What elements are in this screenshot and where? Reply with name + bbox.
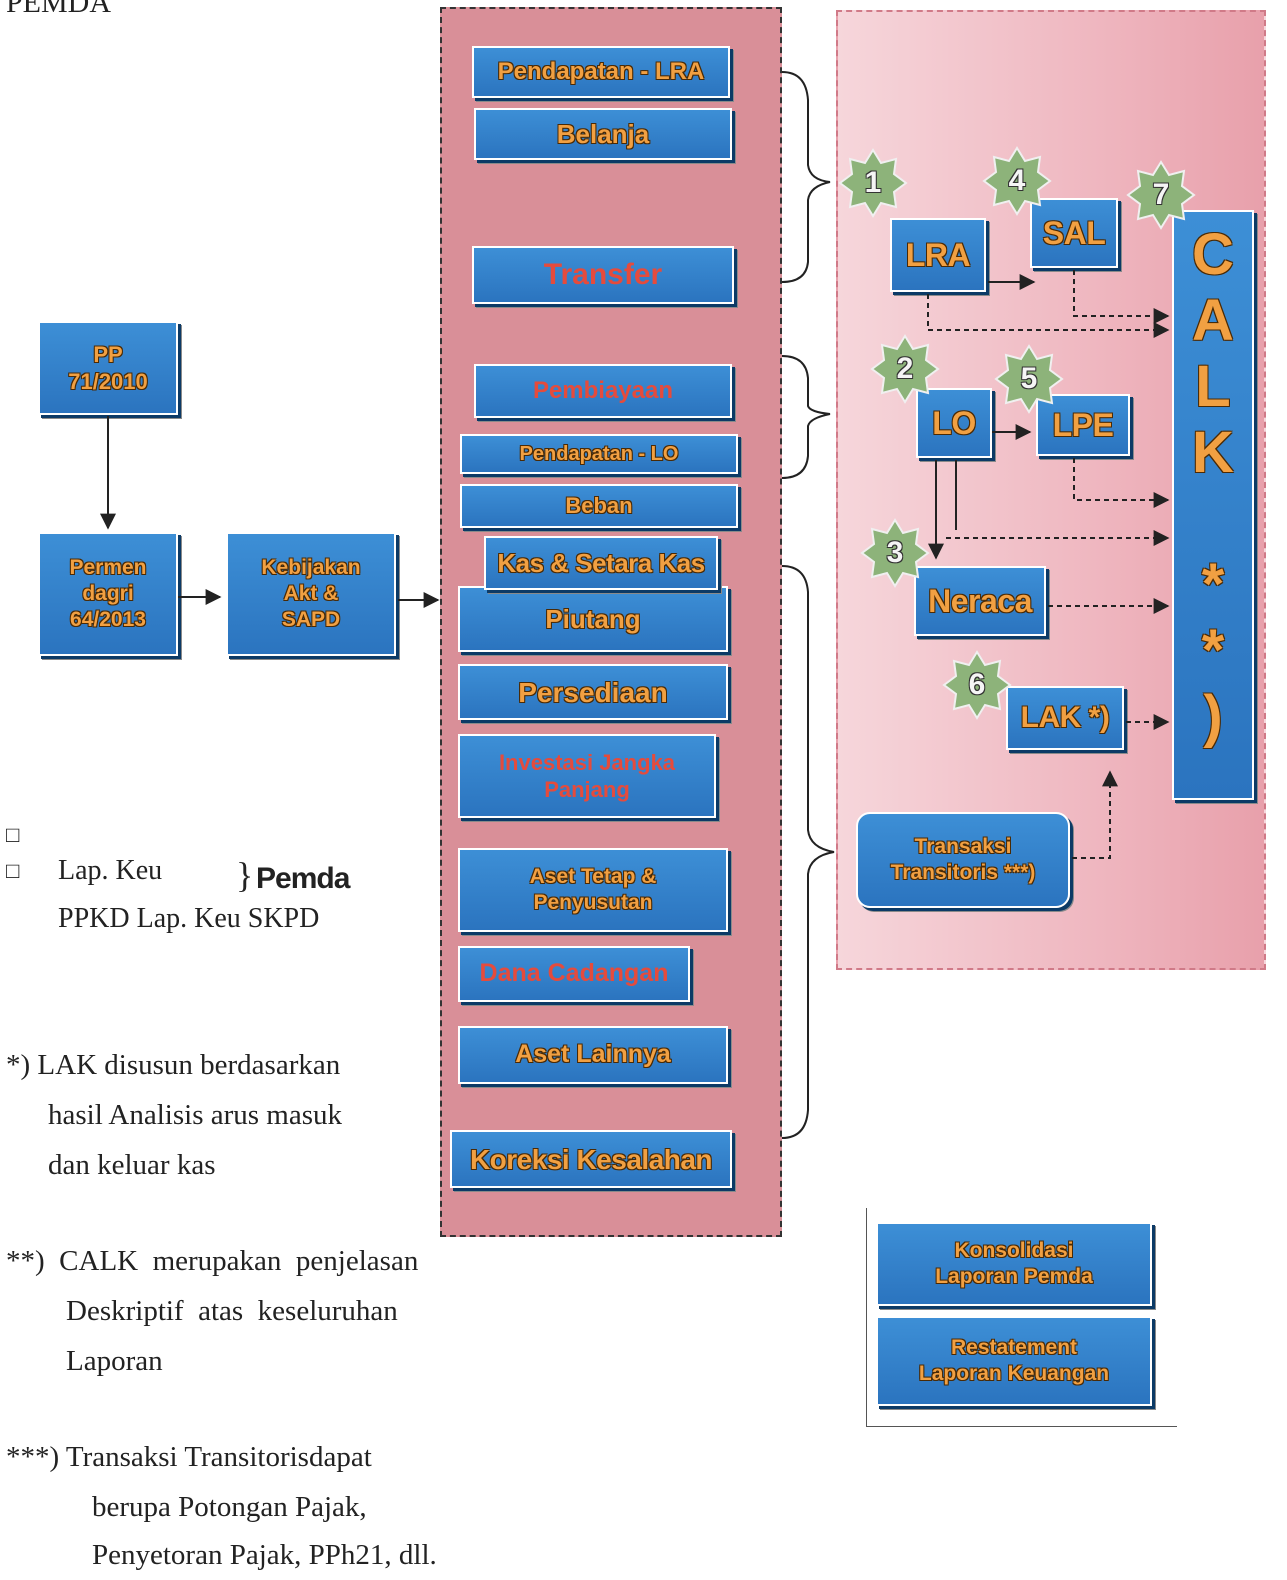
badge-3-star-icon: 3 xyxy=(860,518,930,588)
checkbox-symbol-2: □ xyxy=(6,858,20,883)
badge-6-label: 6 xyxy=(968,668,986,701)
item-dana-cadangan: Dana Cadangan xyxy=(458,946,690,1002)
ppkd-label: PPKD Lap. Keu SKPD xyxy=(58,903,320,934)
lak-note-line-1: *) LAK disusun berdasarkan xyxy=(6,1049,341,1081)
item-pembiayaan: Pembiayaan xyxy=(474,364,732,418)
report-lo: LO xyxy=(916,388,992,458)
lak-note-line-2: hasil Analisis arus masuk xyxy=(48,1099,343,1131)
item-koreksi-kesalahan: Koreksi Kesalahan xyxy=(450,1130,732,1188)
lap-keu-label: Lap. Keu xyxy=(58,855,163,886)
item-investasi-jangka-panjang: Investasi Jangka Panjang xyxy=(458,734,716,818)
item-persediaan: Persediaan xyxy=(458,664,728,720)
report-calk: C A L K * * ) xyxy=(1172,210,1254,800)
calk-note-line-1: **) CALK merupakan penjelasan xyxy=(6,1245,419,1277)
arrow-transitoris-to-lak xyxy=(1072,770,1118,859)
badge-3-label: 3 xyxy=(886,536,904,569)
report-sal: SAL xyxy=(1030,198,1118,268)
checkbox-symbol-1: □ xyxy=(6,822,20,847)
page-title-fragment: PEMDA xyxy=(6,0,112,19)
badge-6-star-icon: 6 xyxy=(942,650,1012,720)
item-kas-setara-kas: Kas & Setara Kas xyxy=(484,536,718,590)
pemda-brace: } xyxy=(236,855,254,895)
badge-2-star-icon: 2 xyxy=(870,334,940,404)
badge-4-label: 4 xyxy=(1008,164,1026,197)
item-transfer: Transfer xyxy=(472,246,734,304)
item-beban: Beban xyxy=(460,484,738,528)
badge-1-star-icon: 1 xyxy=(838,148,908,218)
transaksi-transitoris: Transaksi Transitoris ***) xyxy=(856,812,1070,908)
report-lak: LAK *) xyxy=(1006,686,1124,750)
badge-7-label: 7 xyxy=(1152,178,1170,211)
badge-4-star-icon: 4 xyxy=(982,146,1052,216)
badge-1-label: 1 xyxy=(864,166,882,199)
transitoris-note-line-3: Penyetoran Pajak, PPh21, dll. xyxy=(92,1539,437,1571)
badge-2-label: 2 xyxy=(896,352,914,385)
report-neraca: Neraca xyxy=(914,566,1046,636)
item-pendapatan-lra: Pendapatan - LRA xyxy=(472,46,730,98)
report-lra: LRA xyxy=(890,218,986,292)
badge-5-label: 5 xyxy=(1020,362,1038,395)
kebijakan-box: Kebijakan Akt & SAPD xyxy=(226,532,396,656)
item-belanja: Belanja xyxy=(474,108,732,160)
item-pendapatan-lo: Pendapatan - LO xyxy=(460,434,738,474)
badge-5-star-icon: 5 xyxy=(994,344,1064,414)
legend-panel xyxy=(866,1208,1177,1427)
item-aset-lainnya: Aset Lainnya xyxy=(458,1026,728,1084)
brace-lra-group xyxy=(781,71,831,283)
badge-7-star-icon: 7 xyxy=(1126,160,1196,230)
pemda-label: Pemda xyxy=(256,862,350,895)
legend-konsolidasi: Konsolidasi Laporan Pemda xyxy=(876,1222,1152,1306)
brace-neraca-group xyxy=(781,565,835,1139)
arrow-sal-to-calk xyxy=(1073,270,1170,324)
item-aset-tetap-penyusutan: Aset Tetap & Penyusutan xyxy=(458,848,728,932)
report-lpe: LPE xyxy=(1036,394,1130,456)
legend-restatement: Restatement Laporan Keuangan xyxy=(876,1316,1152,1406)
calk-note-line-2: Deskriptif atas keseluruhan xyxy=(66,1295,398,1327)
permendagri-box: Permen dagri 64/2013 xyxy=(38,532,178,656)
calk-note-line-3: Laporan xyxy=(66,1345,163,1377)
transitoris-note-line-2: berupa Potongan Pajak, xyxy=(92,1491,367,1523)
lak-note-line-3: dan keluar kas xyxy=(48,1149,216,1181)
brace-lo-group xyxy=(781,355,831,479)
transitoris-note-line-1: ***) Transaksi Transitorisdapat xyxy=(6,1441,372,1473)
arrow-lpe-to-calk xyxy=(1073,458,1170,508)
pp-box: PP 71/2010 xyxy=(38,321,178,415)
